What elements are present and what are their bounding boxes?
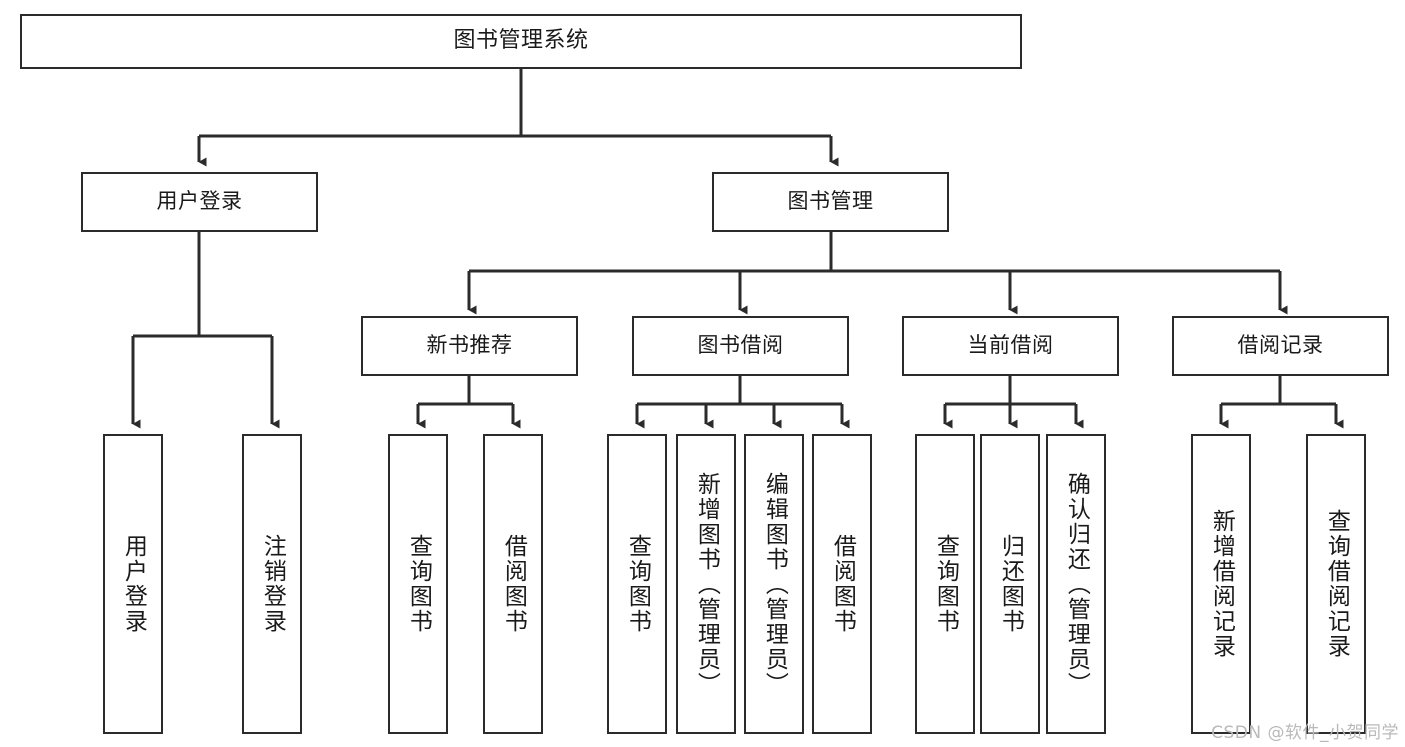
node-label: 注销登录 (259, 534, 286, 634)
node-label: 借阅记录 (1237, 333, 1324, 358)
leaf-current-borrow-confirm-return[interactable]: 确认归还（管理员） (1046, 434, 1106, 734)
node-borrow-record[interactable]: 借阅记录 (1172, 316, 1389, 376)
node-label: 借阅图书 (500, 534, 527, 634)
node-label: 用户登录 (156, 189, 243, 214)
leaf-new-book-borrow-book[interactable]: 借阅图书 (483, 434, 543, 734)
leaf-book-borrow-borrow-book[interactable]: 借阅图书 (812, 434, 872, 734)
leaf-book-borrow-edit-book[interactable]: 编辑图书（管理员） (744, 434, 804, 734)
node-label: 查询图书 (405, 534, 432, 634)
node-user-login[interactable]: 用户登录 (81, 172, 318, 232)
node-book-management[interactable]: 图书管理 (712, 172, 949, 232)
leaf-new-book-query-book[interactable]: 查询图书 (388, 434, 448, 734)
csdn-watermark: CSDN @软件_小贺同学 (1211, 723, 1399, 743)
node-label: 新增借阅记录 (1208, 509, 1235, 659)
node-current-borrow[interactable]: 当前借阅 (902, 316, 1119, 376)
leaf-book-borrow-query-book[interactable]: 查询图书 (607, 434, 667, 734)
node-book-borrow[interactable]: 图书借阅 (632, 316, 849, 376)
leaf-current-borrow-return-book[interactable]: 归还图书 (980, 434, 1040, 734)
node-label: 编辑图书（管理员） (761, 471, 788, 697)
leaf-book-borrow-add-book[interactable]: 新增图书（管理员） (676, 434, 736, 734)
node-label: 归还图书 (997, 534, 1024, 634)
node-label: 借阅图书 (829, 534, 856, 634)
node-label: 用户登录 (120, 534, 147, 634)
node-new-book-recommend[interactable]: 新书推荐 (361, 316, 578, 376)
node-label: 图书管理系统 (453, 28, 589, 54)
leaf-user-login-login[interactable]: 用户登录 (103, 434, 163, 734)
leaf-borrow-record-add-record[interactable]: 新增借阅记录 (1191, 434, 1251, 734)
node-label: 查询图书 (624, 534, 651, 634)
node-label: 图书借阅 (697, 333, 784, 358)
node-label: 新书推荐 (426, 333, 513, 358)
leaf-current-borrow-query-book[interactable]: 查询图书 (915, 434, 975, 734)
node-root-system[interactable]: 图书管理系统 (20, 14, 1022, 69)
node-label: 图书管理 (787, 189, 874, 214)
node-label: 当前借阅 (967, 333, 1054, 358)
node-label: 新增图书（管理员） (693, 471, 720, 697)
leaf-borrow-record-query-record[interactable]: 查询借阅记录 (1306, 434, 1366, 734)
leaf-user-login-logout[interactable]: 注销登录 (242, 434, 302, 734)
node-label: 确认归还（管理员） (1063, 471, 1090, 697)
node-label: 查询借阅记录 (1323, 509, 1350, 659)
node-label: 查询图书 (932, 534, 959, 634)
